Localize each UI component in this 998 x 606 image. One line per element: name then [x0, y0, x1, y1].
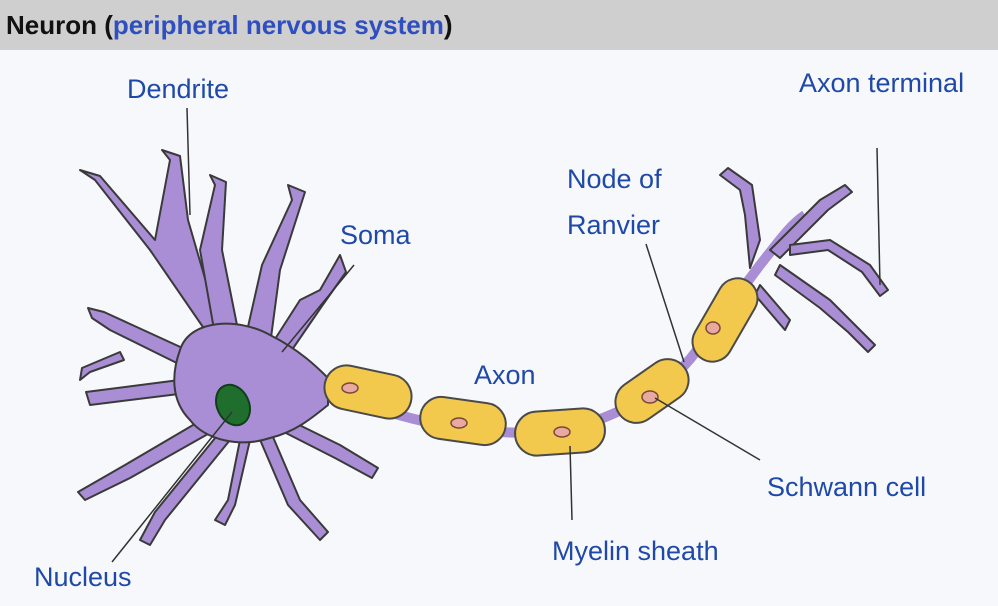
dendrite-branch [244, 184, 306, 346]
leader-dendrite [186, 107, 191, 216]
cell-body-group [77, 149, 889, 546]
schwann-nucleus [341, 382, 359, 394]
label-nucleus: Nucleus [34, 562, 132, 592]
header-paren-open: ( [104, 10, 113, 40]
schwann-nucleus [553, 426, 571, 438]
label-axon: Axon [474, 360, 536, 390]
leader-myelin-sheath [569, 445, 573, 521]
leader-nucleus [111, 411, 233, 563]
axon-terminal-branch [769, 184, 853, 259]
neuron-diagram [77, 107, 889, 563]
label-node-of-ranvier-line1: Node of [567, 164, 662, 194]
dendrite-branch [79, 149, 221, 331]
header-link[interactable]: peripheral nervous system [112, 10, 444, 40]
schwann-nucleus [705, 321, 721, 335]
label-soma: Soma [340, 220, 411, 250]
myelin-segment [323, 364, 413, 420]
schwann-nucleus [641, 390, 659, 404]
leader-node-of-ranvier [645, 243, 685, 363]
axon-terminal-branch [754, 284, 791, 331]
nucleus-shape [214, 383, 252, 427]
header-paren-close: ) [443, 10, 453, 40]
leader-soma [281, 264, 355, 353]
label-dendrite: Dendrite [127, 74, 230, 104]
axon-terminal-branch [774, 264, 876, 353]
label-node-of-ranvier-line2: Ranvier [567, 210, 661, 240]
label-myelin-sheath: Myelin sheath [552, 536, 719, 566]
myelin-sheath-group [323, 277, 759, 457]
axon-terminal-branch [719, 167, 761, 269]
label-schwann-cell: Schwann cell [767, 472, 927, 502]
schwann-nuclei-group [341, 321, 721, 438]
axon-terminal-branch [789, 239, 889, 297]
soma-shape [173, 322, 329, 444]
schwann-nucleus [450, 417, 468, 429]
dendrite-branch [79, 351, 125, 381]
leader-lines [111, 107, 881, 563]
diagram-area: Dendrite Soma Nucleus Axon Node of Ranvi… [0, 50, 998, 606]
myelin-segment [691, 277, 759, 363]
leader-axon-terminal [876, 147, 881, 286]
page-header: Neuron (peripheral nervous system) [0, 0, 998, 50]
label-axon-terminal: Axon terminal [799, 68, 965, 98]
header-title: Neuron [6, 10, 97, 40]
leader-schwann-cell [654, 397, 761, 461]
